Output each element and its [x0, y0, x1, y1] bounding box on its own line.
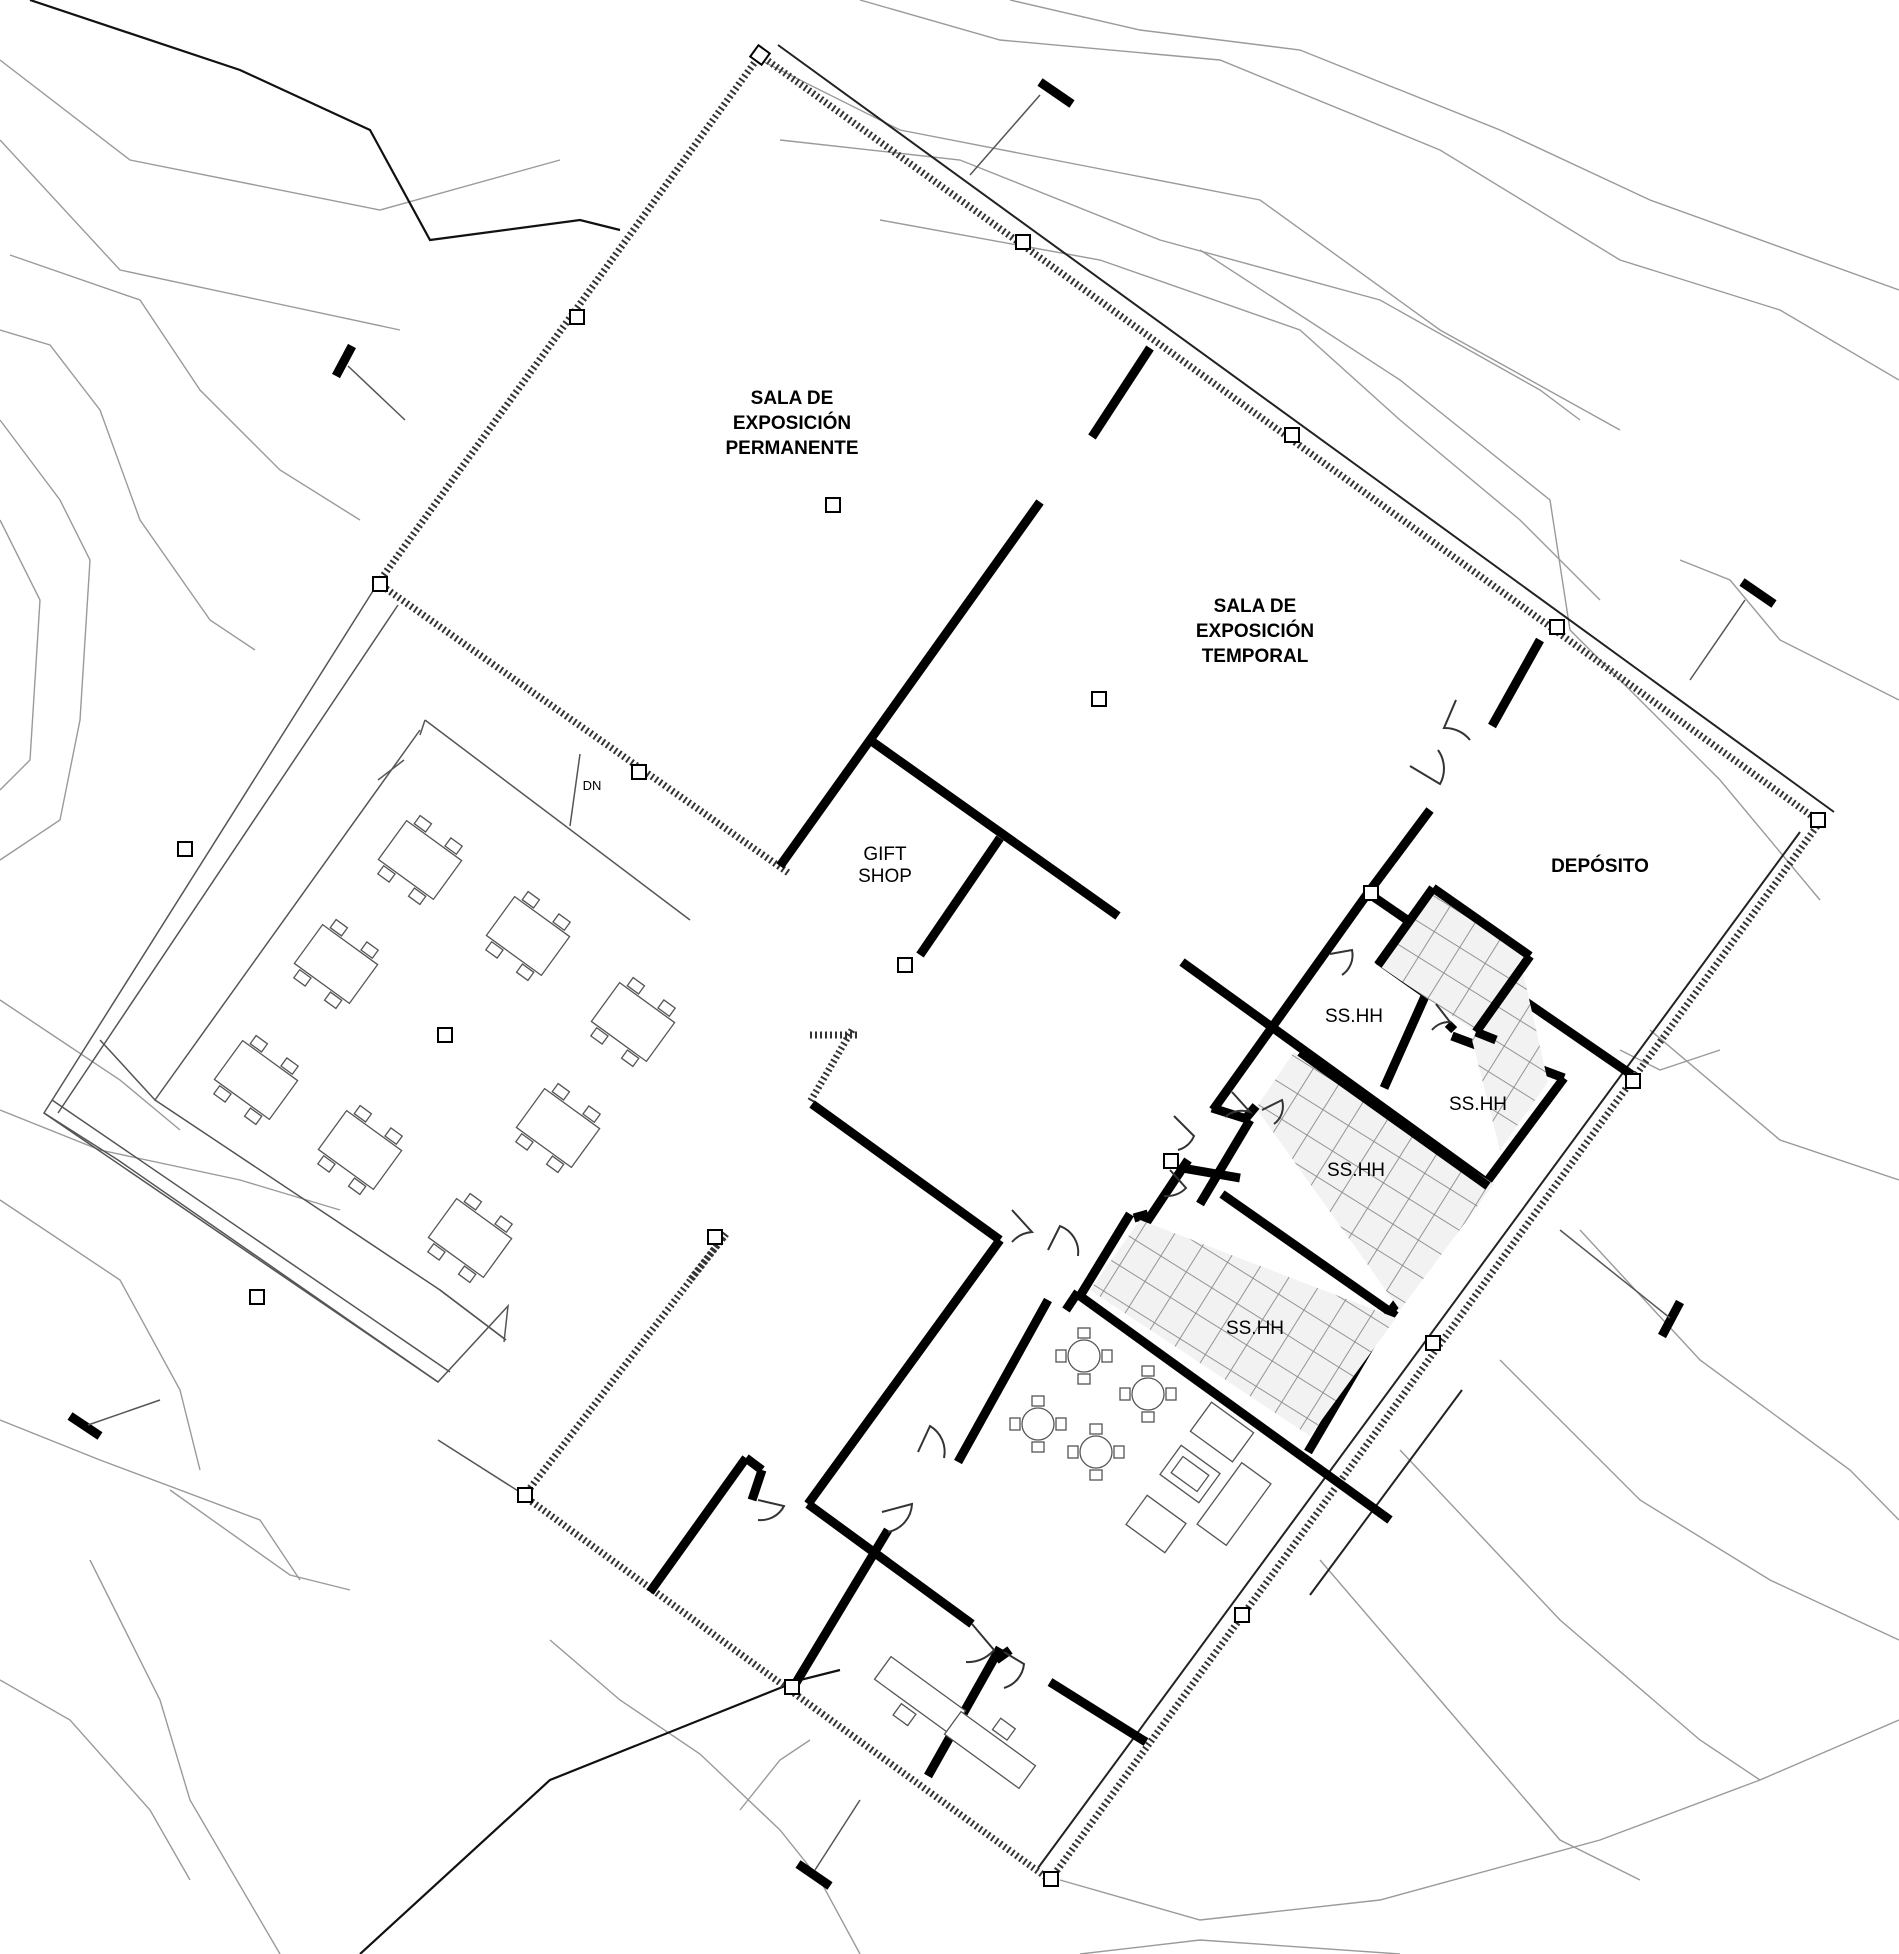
stair-direction-label: DN: [583, 778, 602, 793]
room-labels: SALA DE EXPOSICIÓN PERMANENTE SALA DE EXPOS…: [583, 388, 1649, 1339]
room-label-temporary-line2: EXPOSICIÓN: [1196, 620, 1314, 642]
room-label-permanent-line2: EXPOSICIÓN: [733, 412, 851, 434]
dining-terrace: [42, 582, 691, 1497]
room-label-permanent: SALA DE EXPOSICIÓN PERMANENTE: [725, 388, 858, 459]
building-envelope: [375, 44, 1835, 1883]
room-label-temporary-line1: SALA DE: [1214, 596, 1297, 617]
room-label-permanent-line1: SALA DE: [751, 388, 834, 409]
lounge-furniture: [1009, 1327, 1272, 1554]
room-label-restroom-1: SS.HH: [1325, 1006, 1383, 1027]
dining-tables: [212, 814, 677, 1284]
terrain-boundary: [29, 0, 841, 1954]
room-label-temporary-line3: TEMPORAL: [1202, 646, 1309, 667]
room-label-permanent-line3: PERMANENTE: [725, 438, 858, 459]
room-label-restroom-2: SS.HH: [1449, 1094, 1507, 1115]
room-label-gift-shop-line1: GIFT: [863, 844, 907, 865]
doors: [757, 699, 1471, 1689]
section-markers: [67, 78, 1777, 1890]
restroom-floors: [1090, 884, 1548, 1436]
room-label-gift-shop-line2: SHOP: [858, 866, 912, 887]
room-label-restroom-3: SS.HH: [1327, 1160, 1385, 1181]
office-furniture: [873, 1655, 1037, 1790]
room-label-restroom-4: SS.HH: [1226, 1318, 1284, 1339]
room-label-temporary: SALA DE EXPOSICIÓN TEMPORAL: [1196, 596, 1314, 667]
columns: [177, 43, 1826, 1887]
room-label-storage: DEPÓSITO: [1551, 855, 1649, 877]
